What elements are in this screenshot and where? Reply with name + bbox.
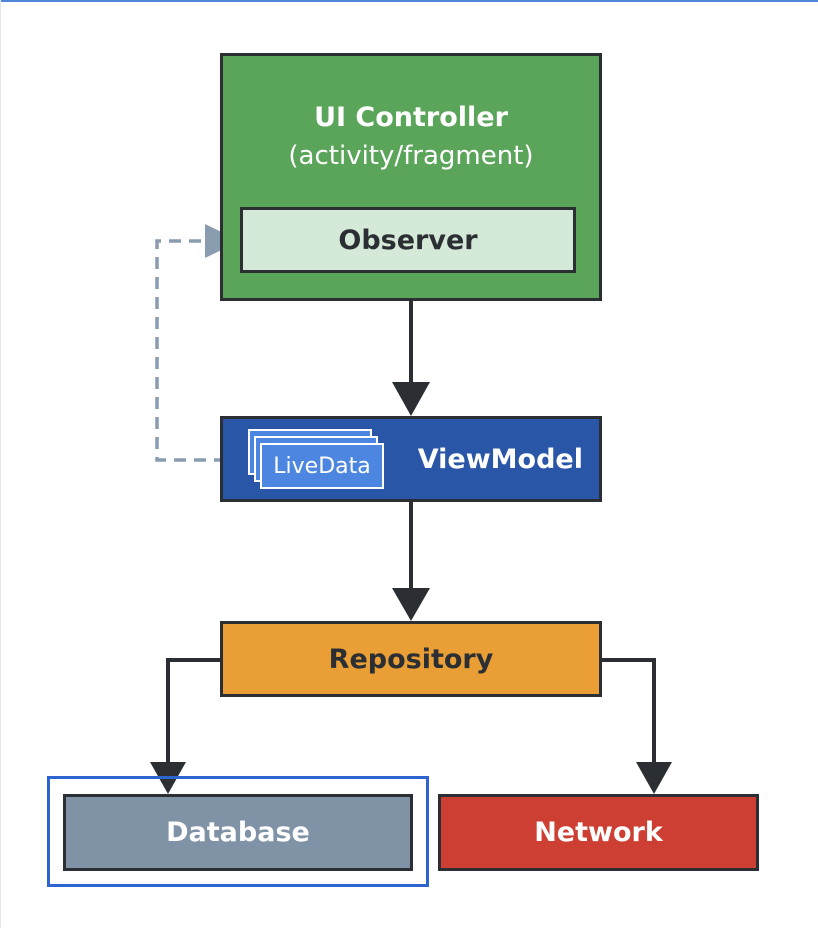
network-label: Network [534, 817, 663, 848]
repository-label: Repository [328, 643, 494, 675]
livedata-stack: LiveData [248, 429, 388, 491]
observer-label: Observer [338, 224, 478, 256]
livedata-label: LiveData [273, 453, 371, 479]
repository-box: Repository [220, 621, 602, 697]
arrow-ui-to-viewmodel-head [392, 382, 430, 416]
arrow-repository-to-database-line [166, 658, 220, 766]
arrow-repository-to-network-head [636, 762, 672, 794]
observer-box: Observer [240, 207, 576, 273]
database-selection-frame [47, 776, 429, 887]
database-box[interactable]: Database [63, 794, 413, 871]
arrow-viewmodel-to-repository-head [392, 588, 430, 621]
database-label: Database [166, 817, 310, 848]
arrow-repository-to-network-line [602, 658, 656, 766]
ui-controller-title: UI Controller [314, 102, 508, 133]
viewmodel-label: ViewModel [417, 443, 583, 475]
top-border [0, 0, 818, 2]
left-border [0, 0, 1, 928]
ui-controller-subtitle: (activity/fragment) [288, 141, 534, 171]
network-box: Network [438, 794, 759, 871]
livedata-card-front: LiveData [260, 443, 384, 489]
